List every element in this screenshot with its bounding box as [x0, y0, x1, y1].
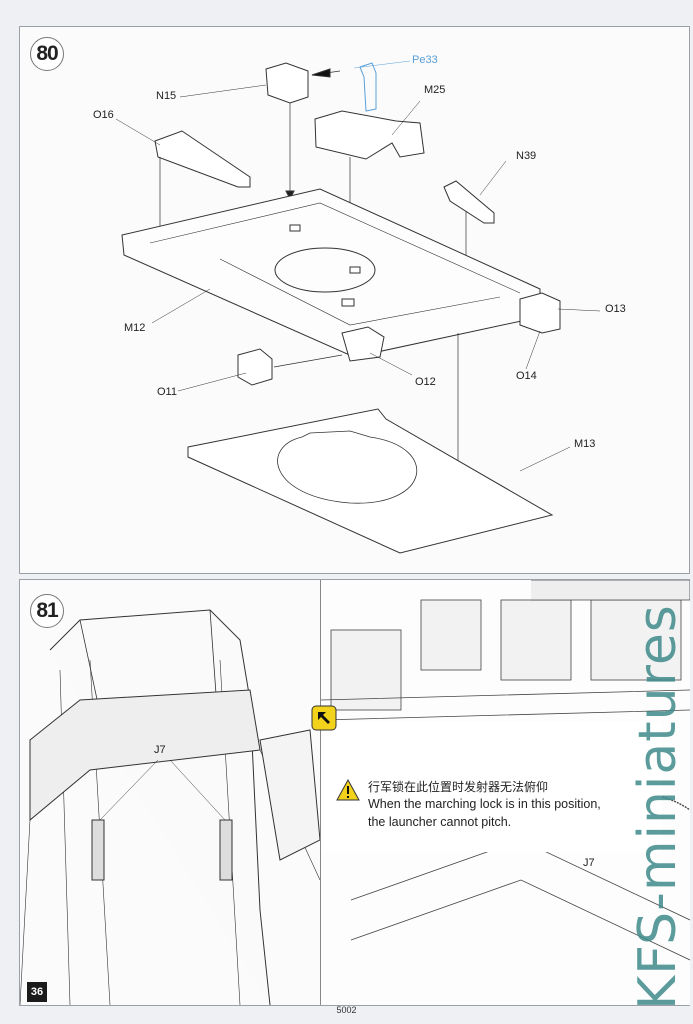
inset-drawing	[321, 580, 690, 961]
step-80-drawing	[115, 60, 601, 554]
part-label-m12: M12	[124, 322, 146, 334]
part-label-n15: N15	[156, 90, 177, 102]
warning-triangle-icon	[336, 779, 360, 801]
pointer-arrow-icon	[311, 705, 337, 731]
part-label-n39: N39	[516, 150, 537, 162]
page-number: 36	[27, 982, 47, 1002]
part-label-o11: O11	[157, 386, 177, 398]
part-label-m13: M13	[574, 438, 596, 450]
kit-code: 5002	[336, 1005, 357, 1015]
part-label-m25: M25	[424, 84, 446, 96]
step-80-panel: 80	[19, 26, 690, 574]
step-number: 81	[30, 594, 64, 628]
part-label-o16: O16	[93, 109, 114, 121]
part-label-o13: O13	[605, 303, 626, 315]
step-81-main-drawing	[20, 609, 320, 1005]
part-label-pe33: Pe33	[412, 54, 438, 66]
warning-note	[322, 722, 662, 852]
warning-text-en-1: When the marching lock is in this positi…	[368, 797, 601, 811]
warning-text-cn: 行军锁在此位置时发射器无法俯仰	[368, 780, 549, 794]
part-label-o12: O12	[415, 376, 436, 388]
part-label-j7-inset: J7	[583, 857, 595, 869]
warning-text-en-2: the launcher cannot pitch.	[368, 815, 512, 829]
watermark: KFS-miniatures	[628, 604, 688, 1010]
part-label-j7: J7	[154, 744, 166, 756]
part-label-o14: O14	[516, 370, 537, 382]
step-number: 80	[30, 37, 64, 71]
